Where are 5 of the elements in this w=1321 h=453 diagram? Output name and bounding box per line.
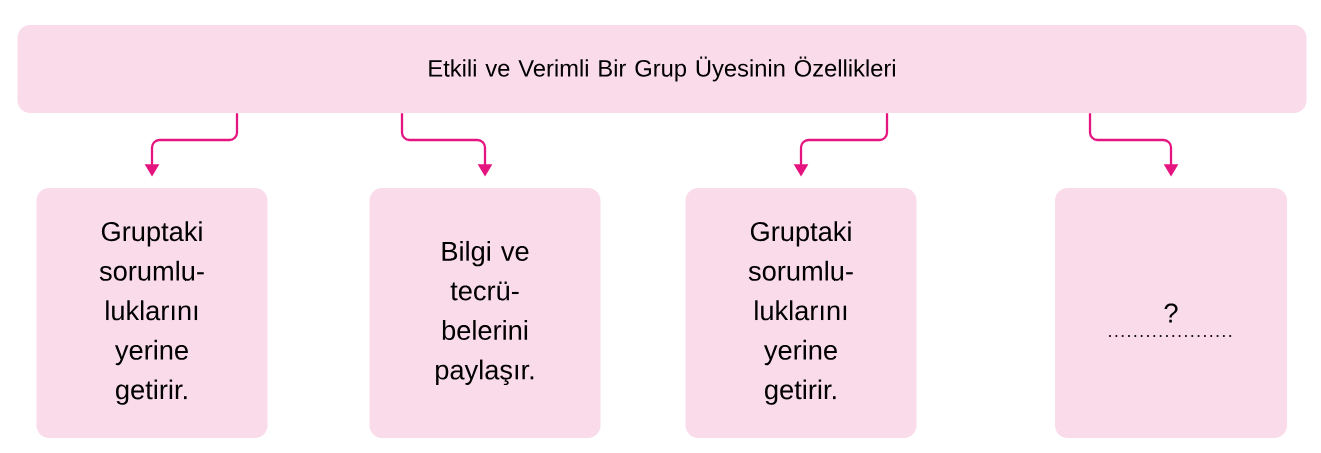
text-box: ? [1055,188,1287,438]
text-box: Bilgi ve tecrü- belerini paylaşır. [369,188,601,438]
title-banner: Etkili ve Verimli Bir Grup Üyesinin Özellikleri [17,25,1307,113]
text-box: Gruptaki sorumlu- luklarını yerine getirir. [36,188,268,438]
text-box: Gruptaki sorumlu- luklarını yerine getirir. [685,188,917,438]
